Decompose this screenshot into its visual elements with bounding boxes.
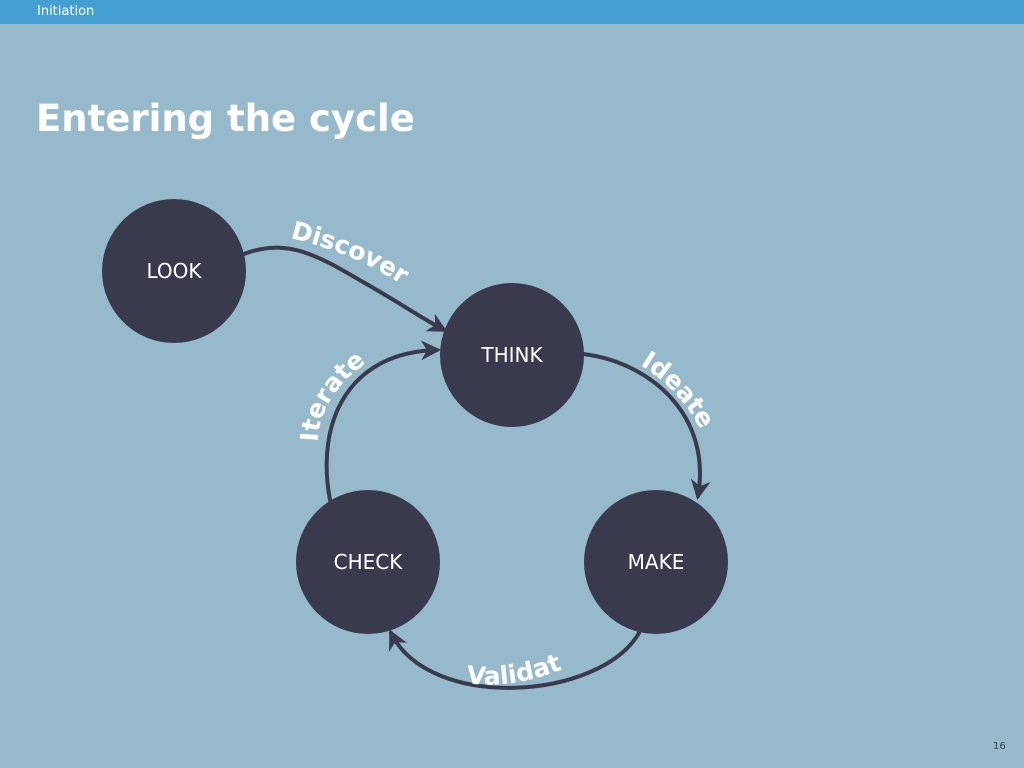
- node-check-label: CHECK: [334, 550, 404, 574]
- discover-arrow: [242, 245, 448, 332]
- node-look: LOOK: [102, 199, 246, 343]
- ideate-label: Ideate: [637, 346, 721, 433]
- slide-title: Entering the cycle: [36, 97, 415, 140]
- node-make-label: MAKE: [628, 550, 685, 574]
- section-label: Initiation: [37, 4, 95, 19]
- node-think-label: THINK: [480, 343, 543, 367]
- page-number: 16: [993, 741, 1006, 752]
- iterate-arrow: [324, 340, 441, 502]
- node-think: THINK: [440, 283, 584, 427]
- ideate-arrow: [581, 352, 711, 500]
- validate-arrow: [389, 629, 641, 690]
- node-check: CHECK: [296, 490, 440, 634]
- node-make: MAKE: [584, 490, 728, 634]
- header-bar: Initiation: [0, 0, 1024, 24]
- node-look-label: LOOK: [146, 259, 202, 283]
